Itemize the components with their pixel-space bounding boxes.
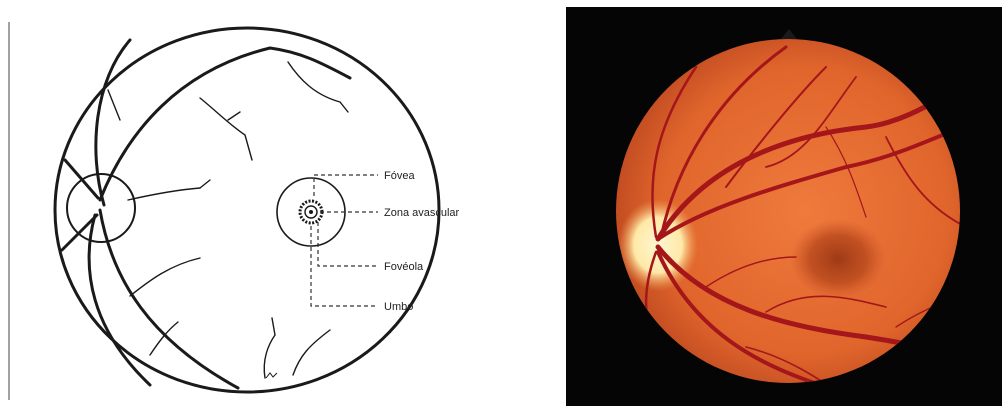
macula [790, 219, 886, 299]
umbo-dot [309, 210, 313, 214]
label-fovea: Fóvea [384, 170, 415, 182]
vessel-small-7 [150, 322, 178, 355]
vessel-small-6 [288, 62, 348, 112]
label-zona-avascular: Zona avascular [384, 207, 460, 219]
vessel-small-3 [130, 258, 200, 296]
fundus-diagram-panel: Fóvea Zona avascular Fovéola Umbo [0, 0, 566, 406]
vessel-small-1 [128, 188, 200, 200]
label-foveola: Fovéola [384, 261, 424, 273]
leader-fovea [314, 175, 378, 196]
vessel-superior-arcade [100, 48, 350, 200]
vessel-small-8 [264, 318, 275, 378]
minor-vessels [108, 62, 348, 378]
label-umbo: Umbo [384, 301, 413, 313]
vessel-small-9 [293, 330, 330, 375]
fundus-photo-panel [566, 7, 1002, 406]
vessel-superior-nasal [96, 40, 130, 205]
artist-signature-mark [266, 373, 277, 378]
major-vessels [62, 40, 350, 388]
vessel-small-2 [200, 180, 210, 188]
vessel-small-4 [200, 98, 252, 160]
vessel-small-10 [108, 90, 120, 120]
fundus-photograph [566, 7, 1002, 406]
fundus-diagram: Fóvea Zona avascular Fovéola Umbo [0, 0, 566, 406]
optic-disc-circle [67, 174, 135, 242]
leader-lines [311, 175, 378, 306]
orientation-notch [781, 29, 797, 39]
vessel-small-5 [228, 112, 240, 120]
leader-foveola [318, 222, 378, 266]
vessel-inferior-nasal [89, 215, 150, 385]
